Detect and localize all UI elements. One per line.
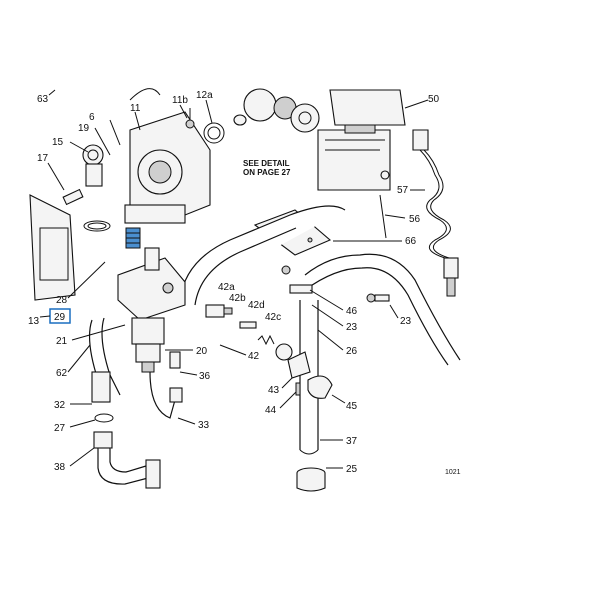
label-26: 26 bbox=[346, 346, 358, 357]
control-box bbox=[317, 89, 406, 191]
label-63: 63 bbox=[37, 94, 49, 105]
label-23-right: 23 bbox=[400, 316, 412, 327]
callout-labels: 63 11b 12a 11 50 6 19 15 17 SEE DETAIL O… bbox=[28, 90, 461, 476]
label-42d: 42d bbox=[248, 300, 265, 311]
label-20: 20 bbox=[196, 346, 208, 357]
clamp-assembly bbox=[287, 351, 333, 399]
figure-code: 1021 bbox=[445, 469, 461, 476]
label-42b: 42b bbox=[229, 293, 246, 304]
part-23-bolt bbox=[366, 293, 390, 303]
frame-tube bbox=[179, 205, 461, 455]
label-17: 17 bbox=[37, 153, 49, 164]
label-46: 46 bbox=[346, 306, 358, 317]
label-57: 57 bbox=[397, 185, 409, 196]
label-29: 29 bbox=[54, 312, 66, 323]
label-66: 66 bbox=[405, 236, 417, 247]
label-62: 62 bbox=[56, 368, 68, 379]
part-15-fitting bbox=[82, 144, 104, 187]
label-15: 15 bbox=[52, 137, 64, 148]
leader-lines bbox=[39, 89, 429, 469]
power-cord bbox=[412, 129, 459, 297]
top-wire bbox=[129, 88, 161, 101]
see-detail-line2: ON PAGE 27 bbox=[243, 168, 291, 177]
label-56: 56 bbox=[409, 214, 421, 225]
gear-assembly bbox=[243, 88, 320, 133]
label-23-mid: 23 bbox=[346, 322, 358, 333]
label-28: 28 bbox=[56, 295, 68, 306]
label-44: 44 bbox=[265, 405, 277, 416]
part-38-tube bbox=[93, 431, 161, 489]
label-33: 33 bbox=[198, 420, 210, 431]
part-ring bbox=[83, 220, 111, 232]
part-56-rod bbox=[379, 194, 387, 239]
part-33-pipe bbox=[149, 371, 183, 419]
see-detail-line1: SEE DETAIL bbox=[243, 159, 290, 168]
label-25: 25 bbox=[346, 464, 358, 475]
label-19: 19 bbox=[78, 123, 90, 134]
part-17-pin bbox=[62, 188, 84, 206]
label-43: 43 bbox=[268, 385, 280, 396]
label-21: 21 bbox=[56, 336, 68, 347]
pump-block bbox=[117, 247, 186, 373]
part-12a-ring bbox=[203, 122, 225, 144]
label-6: 6 bbox=[89, 112, 95, 123]
label-11: 11 bbox=[130, 103, 141, 114]
part-11b-screw bbox=[185, 108, 195, 129]
label-37: 37 bbox=[346, 436, 358, 447]
part-bolt bbox=[233, 114, 247, 126]
label-45: 45 bbox=[346, 401, 358, 412]
part-46-bolt bbox=[281, 265, 313, 294]
side-cover bbox=[29, 194, 76, 301]
motor-housing bbox=[124, 111, 211, 224]
hose-assembly bbox=[88, 317, 121, 423]
label-13: 13 bbox=[28, 316, 40, 327]
label-42: 42 bbox=[248, 351, 260, 362]
label-50: 50 bbox=[428, 94, 440, 105]
part-36-fitting bbox=[169, 351, 181, 369]
part-25-cup bbox=[296, 467, 326, 492]
label-42a: 42a bbox=[218, 282, 235, 293]
label-27: 27 bbox=[54, 423, 66, 434]
label-36: 36 bbox=[199, 371, 211, 382]
label-32: 32 bbox=[54, 400, 66, 411]
label-11b: 11b bbox=[172, 95, 188, 106]
label-38: 38 bbox=[54, 462, 66, 473]
label-42c: 42c bbox=[265, 312, 281, 323]
label-12a: 12a bbox=[196, 90, 213, 101]
spring-highlight bbox=[125, 227, 141, 249]
valve-assembly-42 bbox=[205, 304, 293, 361]
